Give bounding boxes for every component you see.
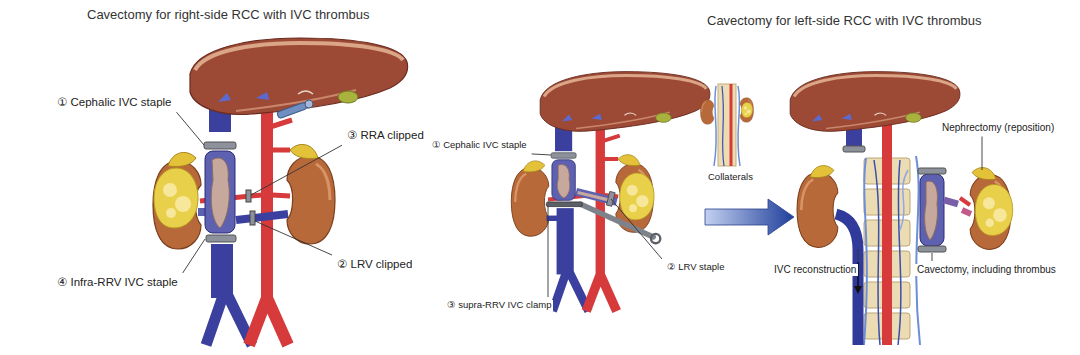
collateral-vein bbox=[738, 86, 740, 166]
staple bbox=[843, 146, 865, 152]
liver bbox=[790, 72, 960, 132]
aorta bbox=[730, 84, 733, 166]
renal-tumor bbox=[154, 168, 198, 228]
leader-line bbox=[532, 154, 551, 155]
vascular-clamp bbox=[305, 100, 313, 108]
left-renal-vein bbox=[236, 214, 288, 220]
renal-tumor bbox=[620, 173, 654, 220]
iliac-veins bbox=[553, 273, 589, 311]
spine bbox=[718, 84, 736, 166]
thrombus bbox=[925, 181, 938, 240]
reconstruction-panel bbox=[790, 72, 1013, 345]
callout-label: ② LRV staple bbox=[665, 262, 726, 273]
collateral-vein bbox=[900, 170, 908, 230]
aortic-branches bbox=[600, 136, 620, 159]
left-kidney bbox=[287, 156, 335, 244]
adrenal-gland bbox=[168, 152, 196, 166]
lower-ivc bbox=[211, 244, 233, 298]
staple bbox=[206, 235, 236, 242]
ivc-segment bbox=[552, 160, 575, 201]
staple bbox=[918, 168, 946, 174]
ivc-graft bbox=[836, 214, 858, 345]
collateral-vein bbox=[874, 160, 880, 345]
leader-line bbox=[255, 221, 332, 255]
inset-label: Collaterals bbox=[706, 172, 755, 183]
adrenal-gland bbox=[972, 168, 996, 180]
liver bbox=[540, 72, 710, 132]
leader-line bbox=[932, 253, 933, 261]
leader-line bbox=[251, 145, 342, 195]
renal-artery-stub bbox=[960, 198, 970, 205]
left-renal-artery bbox=[272, 195, 290, 196]
clip bbox=[246, 190, 251, 202]
callout-label: ① Cephalic IVC staple bbox=[430, 140, 529, 151]
leader-line bbox=[858, 249, 859, 261]
callout-label: IVC reconstruction bbox=[772, 264, 858, 276]
panel-title: Cavectomy for right-side RCC with IVC th… bbox=[85, 8, 371, 23]
leader-line bbox=[982, 137, 983, 171]
right-kidney bbox=[511, 168, 548, 237]
leader-line bbox=[183, 239, 205, 273]
renal-vein-stub bbox=[944, 200, 958, 204]
renal-tumor bbox=[975, 185, 1012, 236]
adrenal-gland bbox=[618, 155, 640, 166]
staple bbox=[204, 142, 236, 149]
ivc-segment bbox=[205, 151, 235, 233]
right-kidney bbox=[797, 173, 838, 248]
clamp-ring bbox=[651, 234, 660, 243]
leader-line bbox=[548, 206, 549, 297]
clamp-jaws bbox=[546, 202, 582, 207]
callout-label: ④ Infra-RRV IVC staple bbox=[55, 276, 180, 289]
clip bbox=[250, 211, 255, 225]
resected-ivc bbox=[920, 174, 944, 246]
aorta bbox=[882, 108, 892, 345]
right-kidney bbox=[153, 161, 201, 249]
callout-label: ① Cephalic IVC staple bbox=[55, 96, 174, 109]
panel-title: Cavectomy for left-side RCC with IVC thr… bbox=[705, 14, 984, 29]
collateral-vein bbox=[714, 86, 716, 166]
kidney bbox=[700, 100, 713, 125]
collateral-vein bbox=[864, 158, 867, 345]
callout-label: Nephrectomy (reposition) bbox=[940, 122, 1056, 134]
collateral-inset bbox=[700, 84, 753, 166]
liver bbox=[190, 38, 408, 114]
iliac-veins bbox=[206, 296, 252, 345]
kidney bbox=[740, 98, 753, 123]
collateral-vein bbox=[898, 160, 901, 345]
lower-ivc bbox=[557, 208, 574, 274]
staple bbox=[606, 191, 615, 206]
thrombus bbox=[557, 164, 570, 198]
flow-arrowhead bbox=[854, 286, 862, 294]
staple bbox=[918, 246, 946, 252]
callout-label: ② LRV clipped bbox=[335, 258, 414, 271]
leader-line bbox=[611, 199, 662, 259]
adrenal-gland bbox=[290, 144, 318, 158]
collateral-vein bbox=[722, 86, 724, 166]
renal-vein-stub bbox=[962, 210, 971, 214]
adrenal-gland bbox=[523, 161, 545, 172]
thrombus bbox=[211, 158, 229, 228]
callout-label: Cavectomy, including thrombus bbox=[915, 264, 1058, 276]
left-rcc-panel bbox=[511, 72, 710, 311]
adrenal-gland bbox=[810, 166, 834, 178]
callout-label: ③ supra-RRV IVC clamp bbox=[445, 300, 553, 311]
right-rcc-panel bbox=[153, 38, 408, 345]
clamp-handle bbox=[581, 204, 654, 237]
aortic-branches bbox=[267, 120, 292, 150]
callout-label: ③ RRA clipped bbox=[345, 129, 426, 142]
renal-tumor bbox=[742, 103, 753, 118]
staple bbox=[551, 153, 576, 158]
vascular-clamp bbox=[277, 102, 308, 119]
leader-line bbox=[177, 112, 204, 145]
transition-arrow bbox=[705, 199, 794, 235]
